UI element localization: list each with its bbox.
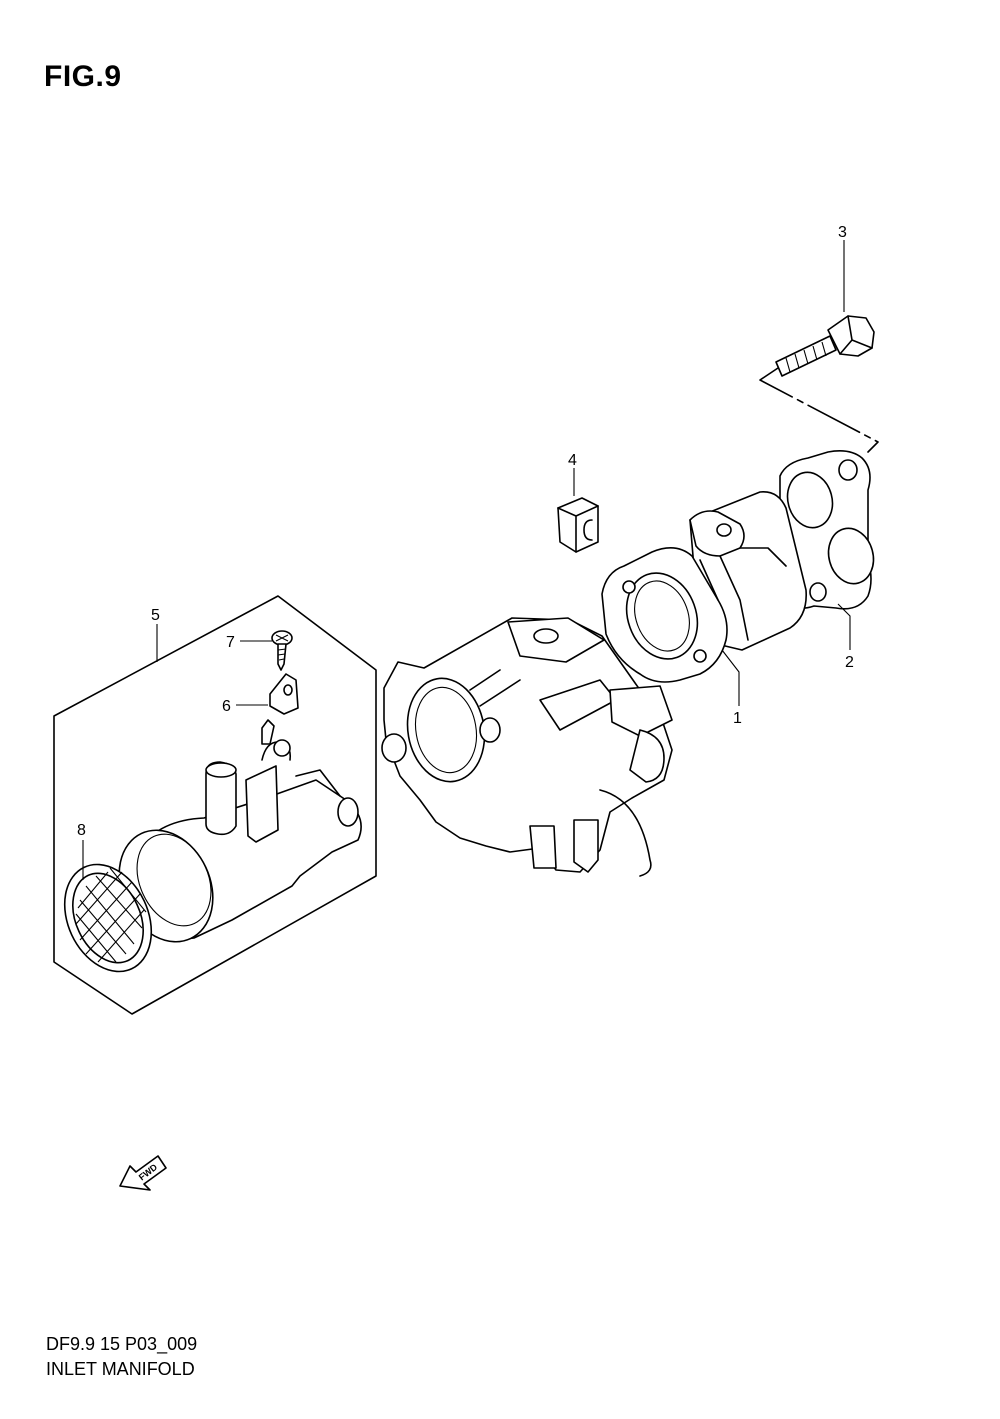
callout-7: 7 xyxy=(226,634,272,651)
carburetor-body xyxy=(381,617,673,877)
callout-number: 3 xyxy=(838,224,847,241)
figure-title: FIG.9 xyxy=(44,60,122,93)
mesh-screen-part xyxy=(63,863,153,973)
callout-number: 5 xyxy=(151,607,160,624)
fwd-arrow-icon: FWD xyxy=(119,1155,167,1191)
callout-2: 2 xyxy=(837,603,854,671)
assembly-dashed-line xyxy=(759,367,879,453)
callout-5: 5 xyxy=(151,607,160,662)
silencer-body xyxy=(118,719,362,943)
inlet-manifold-part xyxy=(601,491,807,683)
clip-part xyxy=(557,497,599,553)
bracket-part xyxy=(269,673,299,715)
callout-1: 1 xyxy=(721,649,742,727)
callout-number: 8 xyxy=(77,822,86,839)
callout-4: 4 xyxy=(568,452,577,496)
callout-number: 4 xyxy=(568,452,577,469)
callout-number: 6 xyxy=(222,698,231,715)
diagram-code: DF9.9 15 P03_009 xyxy=(46,1334,198,1354)
bolt-part xyxy=(775,315,875,377)
callout-8: 8 xyxy=(77,822,86,880)
callout-number: 1 xyxy=(733,710,742,727)
screw-part xyxy=(271,630,293,671)
silencer-assembly-frame xyxy=(53,595,377,1015)
gasket-part xyxy=(778,450,875,610)
callout-3: 3 xyxy=(838,224,847,312)
callout-number: 2 xyxy=(845,654,854,671)
callout-6: 6 xyxy=(222,698,268,715)
callout-number: 7 xyxy=(226,634,235,651)
diagram-name: INLET MANIFOLD xyxy=(46,1359,195,1379)
